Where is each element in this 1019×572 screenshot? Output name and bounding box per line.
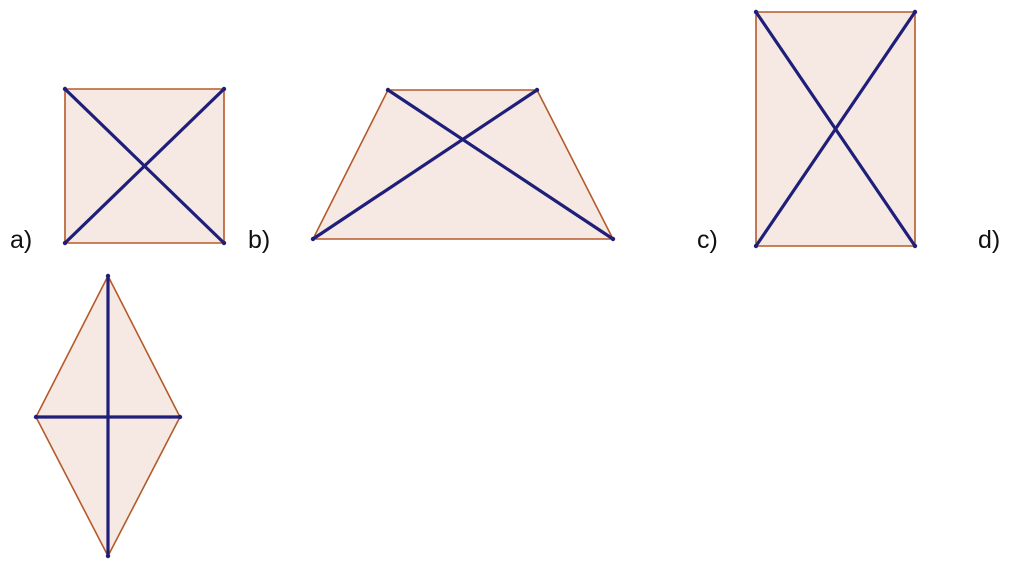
trapezoid-outline — [312, 89, 614, 240]
rectangle-vertex-4 — [753, 243, 759, 249]
square-vertex-3 — [221, 240, 227, 246]
trapezoid-shape — [310, 87, 616, 242]
rhombus-vertex-2 — [177, 414, 183, 420]
square-vertex-4 — [62, 240, 68, 246]
rhombus-vertex-4 — [33, 414, 39, 420]
rectangle-vertex-2 — [912, 9, 918, 15]
square-shape — [62, 86, 227, 246]
rhombus-vertex-3 — [105, 553, 111, 559]
label-d: d) — [978, 226, 1001, 254]
square-vertex-1 — [62, 86, 68, 92]
rectangle-diagonal-2 — [754, 10, 917, 248]
trapezoid-diagonal-1 — [386, 88, 615, 241]
square-diagonal-2 — [63, 87, 226, 245]
label-a: a) — [10, 226, 33, 254]
label-b: b) — [248, 226, 271, 254]
rectangle-shape — [753, 9, 918, 249]
shapes-layer — [33, 9, 918, 559]
square-vertex-2 — [221, 86, 227, 92]
rectangle-vertex-1 — [753, 9, 759, 15]
trapezoid-vertex-3 — [610, 236, 616, 242]
rectangle-vertex-3 — [912, 243, 918, 249]
trapezoid-vertex-1 — [385, 87, 391, 93]
trapezoid-vertex-2 — [534, 87, 540, 93]
rhombus-shape — [33, 273, 183, 559]
trapezoid-diagonal-2 — [311, 88, 539, 241]
label-c: c) — [697, 226, 718, 254]
rhombus-vertex-1 — [105, 273, 111, 279]
trapezoid-vertex-4 — [310, 236, 316, 242]
